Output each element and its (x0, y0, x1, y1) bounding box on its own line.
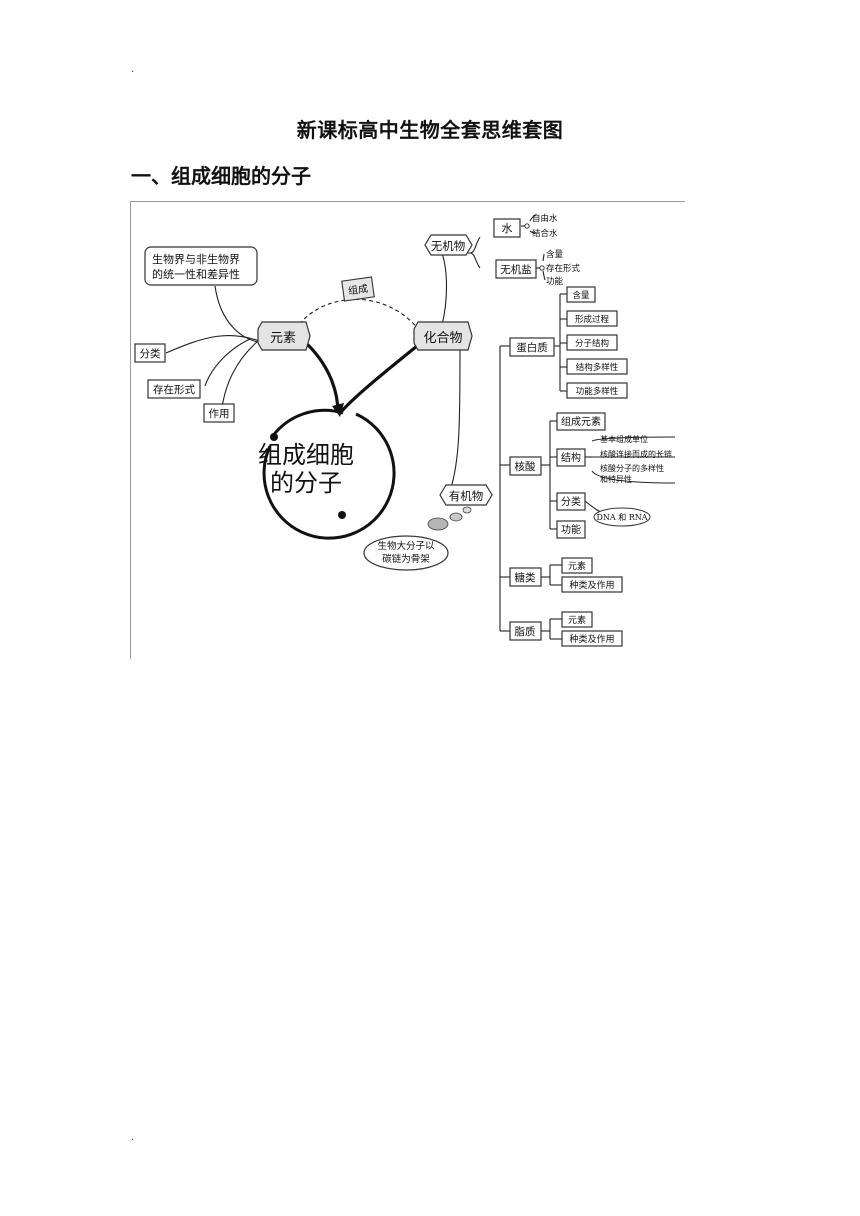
sugar-item-elements-label: 元素 (568, 560, 586, 572)
lipid-item-elements: 元素 (561, 611, 593, 628)
protein-item-structure-label: 分子结构 (575, 338, 609, 349)
elements-note: 生物界与非生物界 的统一性和差异性 (144, 246, 258, 286)
protein-item-content-label: 含量 (572, 290, 590, 301)
elements-branch-classification: 分类 (134, 343, 166, 363)
sugar-label: 糖类 (515, 571, 536, 584)
elements-note-line-1: 生物界与非生物界 (152, 252, 240, 266)
organic-bubble: 生物大分子以 碳链为骨架 (363, 535, 449, 571)
water-node: 水 (493, 218, 530, 238)
lipid-item-types: 种类及作用 (561, 630, 623, 647)
nucleic-structure-diversity-line-2: 和特异性 (600, 474, 632, 484)
inorganic-label: 无机物 (431, 239, 466, 253)
protein-item-function-label: 功能多样性 (576, 386, 619, 397)
elements-branch-form-label: 存在形式 (153, 383, 195, 396)
nucleic-node: 核酸 (509, 456, 542, 476)
organic-label: 有机物 (449, 489, 484, 503)
sugar-node: 糖类 (509, 567, 542, 587)
mind-map-diagram: 组成细胞 的分子 元素 生物界与非生物界 的统一性和差异性 分类 存在形式 作用… (134, 213, 676, 647)
bound-water-label: 结合水 (532, 228, 558, 239)
elements-branch-role: 作用 (203, 403, 235, 423)
elements-branch-form: 存在形式 (147, 379, 201, 399)
protein-item-function: 功能多样性 (566, 382, 628, 399)
sugar-item-types-label: 种类及作用 (569, 579, 614, 591)
thought-bubble-small (462, 506, 472, 514)
thought-bubble-large (427, 517, 449, 531)
elements-node: 元素 (257, 321, 311, 351)
circle-dot-left (270, 433, 278, 441)
figure-frame (130, 201, 685, 659)
salt-form-label: 存在形式 (546, 263, 581, 274)
protein-item-structure: 分子结构 (566, 334, 618, 351)
nucleic-structure-chain: 核酸连接而成的长链 (600, 449, 672, 459)
bottom-dot: . (131, 1132, 135, 1143)
protein-label: 蛋白质 (516, 341, 548, 354)
protein-item-diversity: 结构多样性 (566, 358, 628, 375)
composition-link-label: 组成 (341, 276, 375, 302)
salt-content-label: 含量 (546, 249, 564, 260)
elements-branch-classification-label: 分类 (140, 347, 161, 360)
center-label-line-1: 组成细胞 (258, 441, 354, 469)
free-water-label: 自由水 (532, 213, 558, 224)
sugar-item-elements: 元素 (561, 557, 593, 574)
nucleic-function-node: 功能 (556, 520, 586, 539)
lipid-item-types-label: 种类及作用 (569, 633, 614, 645)
organic-node: 有机物 (439, 484, 493, 506)
elements-branch-role-label: 作用 (209, 408, 230, 420)
nucleic-structure-node: 结构 (556, 448, 586, 467)
elements-label: 元素 (270, 331, 296, 346)
nucleic-composition-label: 组成元素 (561, 415, 601, 428)
nucleic-structure-label: 结构 (561, 451, 581, 464)
nucleic-composition-node: 组成元素 (556, 412, 606, 431)
lipid-node: 脂质 (509, 621, 542, 641)
composition-link-text: 组成 (347, 282, 369, 298)
compounds-node: 化合物 (413, 321, 473, 351)
elements-note-line-2: 的统一性和差异性 (152, 267, 240, 281)
inorganic-node: 无机物 (424, 234, 473, 256)
salt-label: 无机盐 (500, 263, 532, 276)
lipid-item-elements-label: 元素 (568, 614, 586, 626)
protein-item-formation-label: 形成过程 (575, 314, 610, 325)
thought-bubble-medium (449, 512, 463, 522)
protein-item-formation: 形成过程 (566, 310, 618, 327)
sugar-item-types: 种类及作用 (561, 576, 623, 593)
salt-function-label: 功能 (546, 276, 564, 287)
lipid-label: 脂质 (515, 625, 536, 638)
section-heading: 一、组成细胞的分子 (131, 164, 311, 188)
nucleic-classification-label: 分类 (561, 495, 581, 508)
nucleic-structure-diversity-line-1: 核酸分子的多样性 (600, 463, 664, 473)
dna-rna-label: DNA 和 RNA (596, 513, 647, 522)
nucleic-classification-node: 分类 (556, 492, 586, 511)
top-dot: . (131, 64, 135, 75)
center-label-line-2: 的分子 (270, 469, 342, 497)
compounds-label: 化合物 (423, 331, 462, 346)
nucleic-function-label: 功能 (561, 523, 581, 536)
organic-bubble-line-2: 碳链为骨架 (382, 553, 430, 565)
dna-rna-bubble: DNA 和 RNA (593, 507, 651, 527)
organic-bubble-line-1: 生物大分子以 (377, 540, 435, 552)
protein-node: 蛋白质 (509, 337, 555, 357)
page-title: 新课标高中生物全套思维套图 (296, 118, 564, 142)
protein-item-diversity-label: 结构多样性 (576, 362, 619, 373)
nucleic-structure-unit: 基本组成单位 (600, 434, 648, 444)
protein-item-content: 含量 (566, 286, 596, 303)
water-label: 水 (502, 222, 513, 235)
nucleic-label: 核酸 (515, 460, 536, 473)
connectors (165, 214, 676, 640)
center-node: 组成细胞 的分子 (258, 408, 396, 540)
circle-dot-bottom (338, 511, 346, 519)
salt-node: 无机盐 (495, 259, 545, 279)
